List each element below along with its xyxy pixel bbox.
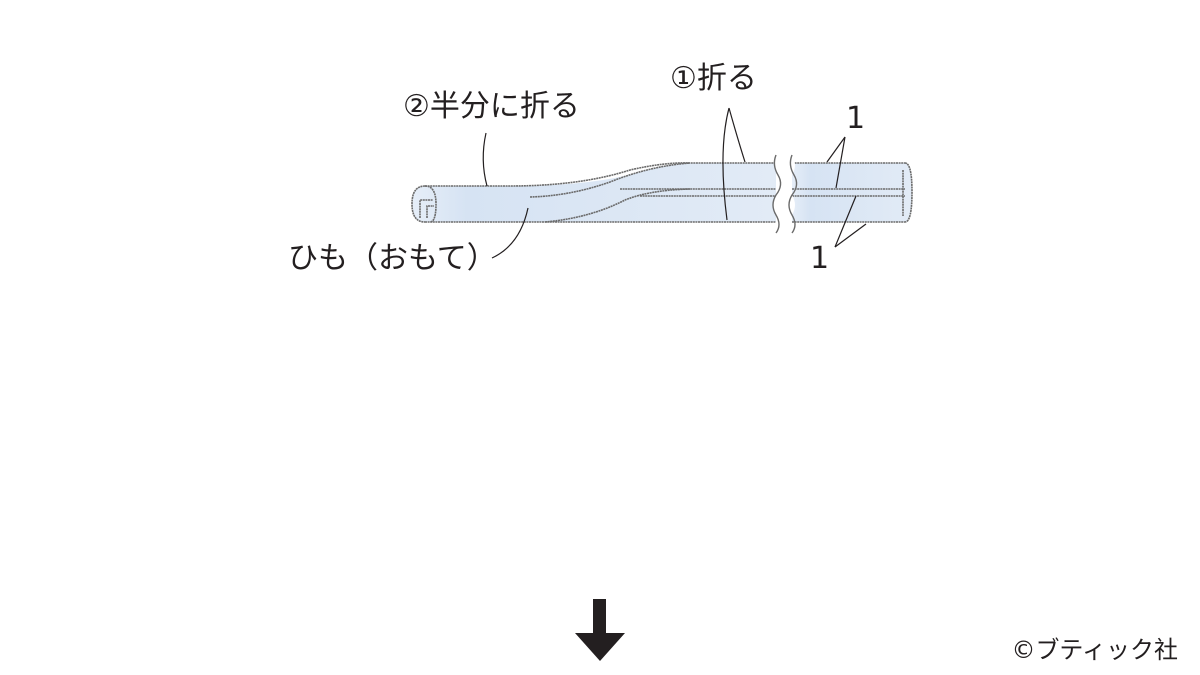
label-fold: ①折る [670, 61, 757, 96]
label-cord-front: ひも（おもて） [288, 241, 497, 276]
label-dim-top: 1 [846, 101, 866, 136]
label-dim-bottom: 1 [810, 241, 830, 276]
break-marks [772, 154, 798, 234]
down-arrow-icon [575, 599, 625, 661]
cord-strip [411, 162, 913, 223]
label-fold-half: ②半分に折る [403, 89, 580, 124]
leader-lines [482, 107, 867, 259]
copyright-credit: ©ブティック社 [1011, 636, 1178, 664]
